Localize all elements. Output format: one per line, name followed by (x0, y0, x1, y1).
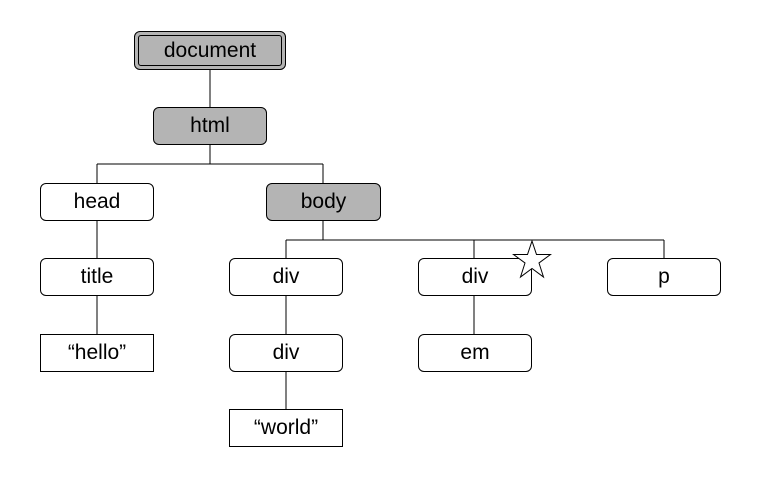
node-body: body (266, 183, 381, 221)
node-html-label: html (190, 114, 230, 137)
node-p-label: p (658, 265, 670, 288)
text-node-hello: “hello” (40, 334, 154, 372)
node-body-label: body (300, 190, 347, 213)
star-icon (512, 240, 552, 279)
node-document-inner: document (138, 35, 282, 66)
node-head: head (40, 183, 154, 221)
node-head-label: head (73, 190, 121, 213)
node-div-nested-label: div (272, 341, 300, 364)
text-node-world-label: “world” (253, 416, 319, 439)
node-div-middle: div (418, 258, 532, 296)
node-div-left-label: div (272, 265, 300, 288)
node-em: em (418, 334, 532, 372)
text-node-hello-label: “hello” (67, 341, 127, 364)
node-document-label: document (163, 38, 257, 62)
node-em-label: em (460, 341, 490, 364)
node-p: p (607, 258, 721, 296)
node-html: html (153, 107, 267, 145)
node-div-middle-label: div (461, 265, 489, 288)
node-document: document (134, 31, 286, 70)
node-title: title (40, 258, 154, 296)
text-node-world: “world” (229, 409, 343, 447)
node-div-left: div (229, 258, 343, 296)
node-div-nested: div (229, 334, 343, 372)
node-title-label: title (80, 265, 114, 288)
